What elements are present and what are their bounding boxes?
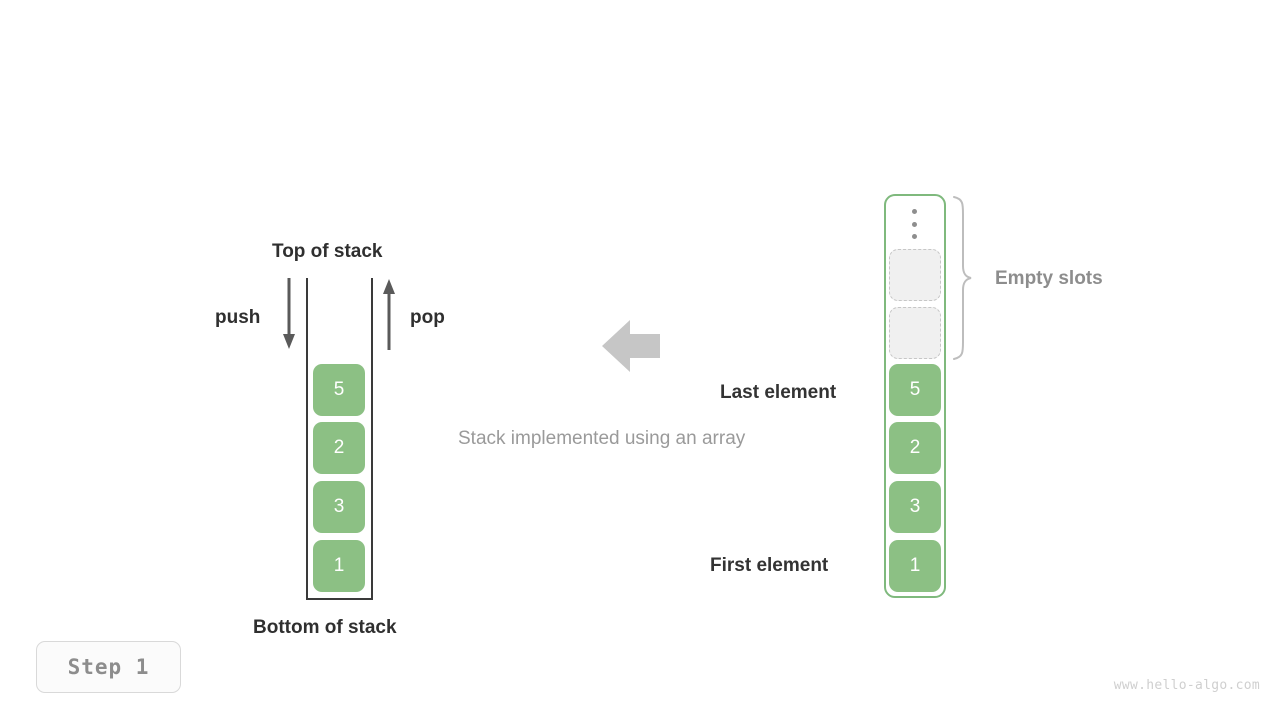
array-element[interactable]: 1 [889,540,941,592]
ellipsis-dot [911,221,917,227]
watermark: www.hello-algo.com [1113,678,1260,693]
stack-element[interactable]: 1 [313,540,365,592]
empty-slots-curly-brace-icon [953,196,972,360]
ellipsis-dot [911,209,917,214]
vertical-ellipsis-icon [910,209,918,239]
top-of-stack-label: Top of stack [272,241,383,262]
stack-wall-bottom [306,598,373,600]
last-element-label: Last element [720,382,837,403]
pop-label: pop [410,307,445,328]
array-element[interactable]: 5 [889,364,941,416]
array-empty-slot[interactable] [889,307,941,359]
push-label: push [215,307,261,328]
pop-arrow-up-icon [383,279,395,350]
push-arrow-down-icon [283,278,295,349]
stack-wall-right [371,278,373,600]
array-element[interactable]: 3 [889,481,941,533]
first-element-label: First element [710,555,829,576]
step-badge-label: Step 1 [67,655,150,679]
stack-element[interactable]: 5 [313,364,365,416]
diagram-caption: Stack implemented using an array [458,428,746,449]
ellipsis-dot [911,234,917,239]
stack-wall-left [306,278,308,600]
array-empty-slot[interactable] [889,249,941,301]
bottom-of-stack-label: Bottom of stack [253,617,397,638]
array-element[interactable]: 2 [889,422,941,474]
stack-container [306,278,373,600]
stack-element[interactable]: 2 [313,422,365,474]
stack-element[interactable]: 3 [313,481,365,533]
transform-arrow-left-icon [602,320,660,372]
step-badge: Step 1 [36,641,181,693]
empty-slots-label: Empty slots [995,268,1103,289]
